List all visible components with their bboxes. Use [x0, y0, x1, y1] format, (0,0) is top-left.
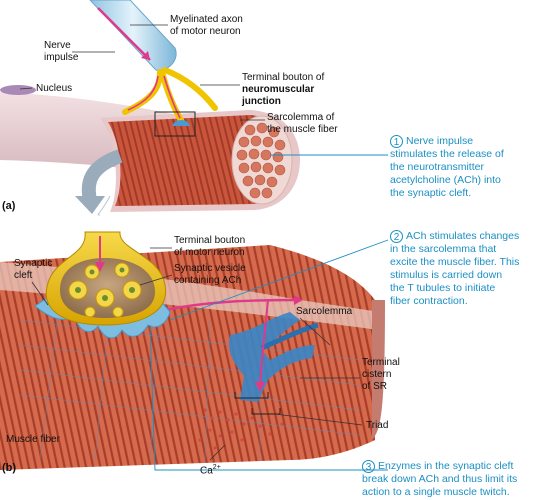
zoom-arrow-body: [81, 149, 123, 202]
label-calcium-text: Ca: [200, 465, 213, 477]
label-terminal-bouton-b-line-2: of motor neuron: [174, 247, 245, 258]
callout-3-text-1: Enzymes in the synaptic cleft: [378, 460, 514, 472]
label-nucleus: Nucleus: [36, 83, 72, 95]
label-sarcolemma-a-line-2: the muscle fiber: [267, 124, 338, 135]
fiber-edge-b: [372, 300, 385, 440]
label-nerve-impulse: Nerve impulse: [44, 40, 78, 64]
label-terminal-cistern-line-2: cistern: [362, 369, 392, 380]
panel-a-label: (a): [2, 200, 16, 212]
label-synaptic-cleft: Synaptic cleft: [14, 258, 52, 282]
label-sarcolemma-a: Sarcolemma of the muscle fiber: [267, 112, 338, 136]
callout-3-leader: [149, 324, 388, 471]
callout-1-line-4: acetylcholine (ACh) into: [390, 174, 501, 186]
junction-a: [172, 120, 190, 126]
label-terminal-bouton-b: Terminal bouton of motor neuron: [174, 235, 245, 259]
label-synaptic-cleft-line-1: Synaptic: [14, 258, 53, 269]
leaders-a: [19, 24, 265, 121]
label-terminal-cistern: Terminal cistern of SR: [362, 357, 400, 393]
label-synaptic-vesicle: Synaptic vesicle containing ACh: [174, 263, 246, 287]
label-myelinated-axon: Myelinated axon of motor neuron: [170, 14, 243, 38]
callout-2-line-6: fiber contraction.: [390, 295, 468, 307]
label-synaptic-cleft-line-2: cleft: [14, 270, 33, 281]
callout-3-line-2: break down ACh and thus limit its: [362, 473, 518, 485]
sheath-line: [97, 195, 111, 216]
impulse-down-head: [255, 382, 265, 392]
label-nucleus-text: Nucleus: [36, 83, 73, 94]
label-calcium-charge: 2+: [212, 464, 221, 471]
nucleus-shape: [0, 85, 36, 95]
label-terminal-bouton-a-line-1: Terminal bouton of: [242, 72, 325, 83]
label-sarcolemma-b: Sarcolemma: [296, 306, 352, 318]
label-myelinated-axon-line-2: of motor neuron: [170, 26, 241, 37]
label-terminal-bouton-a-line-3: junction: [242, 96, 281, 107]
triad-bracket-2: [251, 408, 281, 415]
callout-1-line-3: the neurotransmitter: [390, 161, 484, 173]
label-terminal-bouton-a: Terminal bouton of neuromuscular junctio…: [242, 72, 324, 108]
callout-2-leader: [169, 239, 389, 321]
callout-1-line-5: the synaptic cleft.: [390, 187, 472, 199]
label-triad: Triad: [366, 420, 388, 432]
label-nerve-impulse-line-1: Nerve: [44, 40, 71, 51]
label-sarcolemma-a-line-1: Sarcolemma of: [267, 112, 335, 123]
callout-2-line-5: the T tubules to initiate: [390, 282, 496, 294]
bouton-interior: [60, 258, 155, 318]
impulse-arrowhead-a: [141, 51, 150, 60]
panel-b-label: (b): [2, 462, 17, 474]
calcium-ions: [198, 408, 284, 450]
callout-2-line-2: in the sarcolemma that: [390, 243, 497, 255]
label-synaptic-vesicle-line-2: containing ACh: [174, 275, 242, 286]
label-terminal-cistern-line-1: Terminal: [362, 357, 400, 368]
label-myelinated-axon-line-1: Myelinated axon: [170, 14, 243, 25]
callout-2-number: 2: [390, 230, 403, 243]
nerve-branch-highlights: [127, 75, 181, 119]
label-terminal-bouton-b-line-1: Terminal bouton: [174, 235, 246, 246]
impulse-arrow-a: [97, 7, 151, 61]
label-triad-text: Triad: [366, 420, 389, 431]
triad-bracket: [234, 392, 269, 399]
impulse-arrowhead-b: [294, 295, 303, 305]
impulse-arrowhead-bouton: [95, 262, 105, 272]
axon-shape: [89, 0, 177, 71]
impulse-down-arrow: [259, 299, 269, 386]
leaders-b: [31, 247, 363, 461]
myofibril-ends: [236, 122, 286, 199]
impulse-arrow-b: [154, 298, 301, 314]
callout-1-number: 1: [390, 135, 403, 148]
label-nerve-impulse-line-2: impulse: [44, 52, 79, 63]
callout-3-number: 3: [362, 460, 375, 473]
callout-1-line-2: stimulates the release of: [390, 148, 504, 160]
label-terminal-cistern-line-3: of SR: [362, 381, 388, 392]
label-sarcolemma-b-text: Sarcolemma: [296, 306, 353, 317]
zoom-arrow-head: [75, 196, 105, 214]
label-terminal-bouton-a-line-2: neuromuscular: [242, 84, 315, 95]
sr-branch: [260, 322, 319, 351]
synaptic-vesicles: [68, 262, 142, 318]
label-synaptic-vesicle-line-1: Synaptic vesicle: [174, 263, 246, 274]
sr-cistern: [229, 312, 315, 402]
callout-2-text-1: ACh stimulates changes: [406, 230, 520, 242]
callout-1-text-1: Nerve impulse: [406, 135, 474, 147]
callout-3-line-3: action to a single muscle twitch.: [362, 486, 510, 498]
callout-2-line-3: excite the muscle fiber. This: [390, 256, 520, 268]
zoom-box: [154, 111, 196, 137]
label-muscle-fiber: Muscle fiber: [6, 434, 60, 446]
label-calcium: Ca2+: [200, 462, 221, 477]
callout-2-line-4: stimulus is carried down: [390, 269, 503, 281]
label-muscle-fiber-text: Muscle fiber: [6, 434, 60, 445]
